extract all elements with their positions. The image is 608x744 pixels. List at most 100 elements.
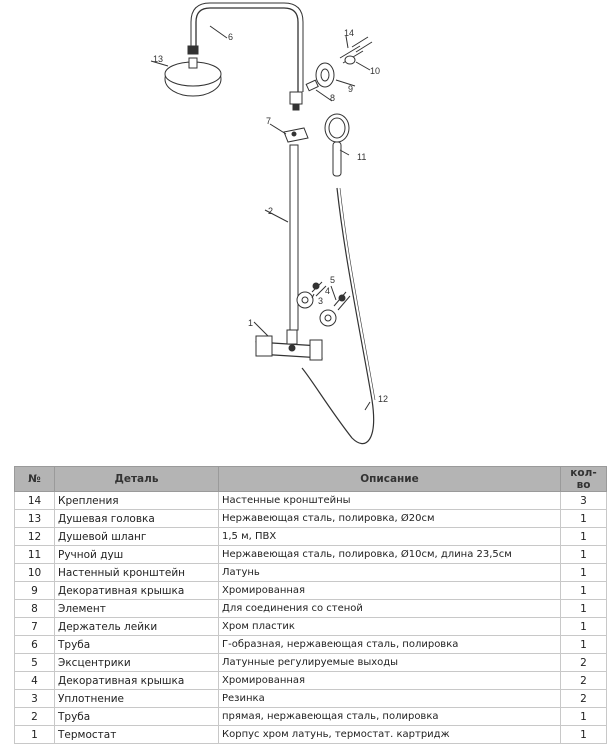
cell-part: Крепления: [54, 491, 219, 510]
cell-qty: 2: [560, 689, 607, 708]
col-desc-header: Описание: [218, 466, 561, 492]
cell-num: 12: [14, 527, 55, 546]
hand-shower-part: [324, 113, 350, 177]
callout-14: 14: [344, 28, 354, 38]
callout-5: 5: [330, 275, 335, 285]
cell-desc: Хром пластик: [218, 617, 561, 636]
cell-num: 9: [14, 581, 55, 600]
cell-qty: 1: [560, 581, 607, 600]
cell-desc: 1,5 м, ПВХ: [218, 527, 561, 546]
cell-part: Уплотнение: [54, 689, 219, 708]
cell-part: Держатель лейки: [54, 617, 219, 636]
cell-num: 13: [14, 509, 55, 528]
cell-num: 7: [14, 617, 55, 636]
cell-part: Душевая головка: [54, 509, 219, 528]
cell-num: 8: [14, 599, 55, 618]
cell-part: Термостат: [54, 725, 219, 744]
holder-part: [283, 127, 309, 143]
cell-qty: 1: [560, 599, 607, 618]
cell-part: Душевой шланг: [54, 527, 219, 546]
callout-9: 9: [348, 84, 353, 94]
cell-part: Декоративная крышка: [54, 671, 219, 690]
cell-qty: 1: [560, 707, 607, 726]
callout-2: 2: [268, 206, 273, 216]
cell-part: Ручной душ: [54, 545, 219, 564]
cell-part: Труба: [54, 635, 219, 654]
cell-num: 6: [14, 635, 55, 654]
callout-1: 1: [248, 318, 253, 328]
cell-desc: Хромированная: [218, 581, 561, 600]
cell-qty: 3: [560, 491, 607, 510]
cell-desc: Нержавеющая сталь, полировка, Ø20см: [218, 509, 561, 528]
l-pipe-part: [195, 7, 299, 92]
callout-10: 10: [370, 66, 380, 76]
straight-pipe-part: [289, 144, 299, 331]
thermostat-part: [255, 329, 323, 361]
cell-num: 5: [14, 653, 55, 672]
wall-bracket-part: [305, 36, 373, 92]
cell-desc: Нержавеющая сталь, полировка, Ø10см, дли…: [218, 545, 561, 564]
cell-desc: Настенные кронштейны: [218, 491, 561, 510]
table-header-row: № Деталь Описание кол-во: [14, 466, 607, 492]
callout-13: 13: [153, 54, 163, 64]
cell-num: 3: [14, 689, 55, 708]
callout-8: 8: [330, 93, 335, 103]
cell-part: Труба: [54, 707, 219, 726]
cell-qty: 1: [560, 509, 607, 528]
cell-qty: 2: [560, 671, 607, 690]
overhead-shower-head-part: [164, 45, 222, 97]
cell-desc: Хромированная: [218, 671, 561, 690]
callout-4: 4: [325, 286, 330, 296]
col-qty-header: кол-во: [560, 466, 607, 492]
cell-num: 11: [14, 545, 55, 564]
cell-qty: 1: [560, 527, 607, 546]
callout-6: 6: [228, 32, 233, 42]
cell-num: 2: [14, 707, 55, 726]
cell-desc: Латунные регулируемые выходы: [218, 653, 561, 672]
callout-7: 7: [266, 116, 271, 126]
cell-part: Элемент: [54, 599, 219, 618]
cell-qty: 1: [560, 545, 607, 564]
callout-11: 11: [357, 152, 366, 162]
cell-num: 4: [14, 671, 55, 690]
callout-3: 3: [318, 296, 323, 306]
cell-desc: Корпус хром латунь, термостат. картридж: [218, 725, 561, 744]
col-num-header: №: [14, 466, 55, 492]
cell-num: 10: [14, 563, 55, 582]
cell-desc: Латунь: [218, 563, 561, 582]
cell-part: Декоративная крышка: [54, 581, 219, 600]
col-part-header: Деталь: [54, 466, 219, 492]
cell-desc: прямая, нержавеющая сталь, полировка: [218, 707, 561, 726]
cell-desc: Г-образная, нержавеющая сталь, полировка: [218, 635, 561, 654]
cell-qty: 1: [560, 617, 607, 636]
cell-qty: 1: [560, 563, 607, 582]
cell-part: Эксцентрики: [54, 653, 219, 672]
eccentric-part: [296, 281, 351, 327]
cell-num: 1: [14, 725, 55, 744]
cell-part: Настенный кронштейн: [54, 563, 219, 582]
hose-part: [301, 187, 375, 445]
cell-desc: Резинка: [218, 689, 561, 708]
cell-num: 14: [14, 491, 55, 510]
cell-qty: 2: [560, 653, 607, 672]
cell-qty: 1: [560, 725, 607, 744]
cell-qty: 1: [560, 635, 607, 654]
callout-12: 12: [378, 394, 388, 404]
